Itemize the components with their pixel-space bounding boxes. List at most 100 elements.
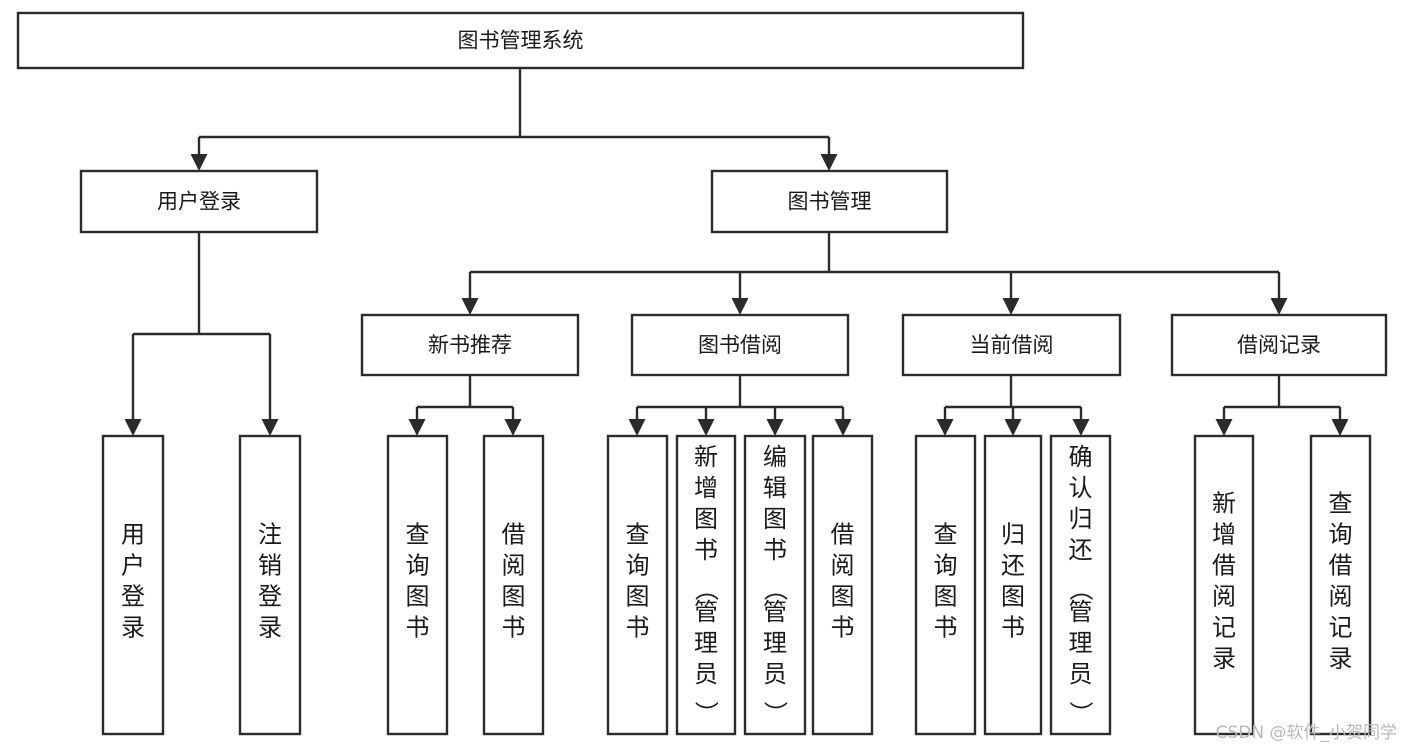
node-user-login[interactable]: 用户登录 (79, 169, 319, 234)
node-box-leaf-add-book[interactable] (675, 434, 737, 736)
node-borrow-record[interactable]: 借阅记录 (1170, 313, 1388, 377)
node-label-char: ） (761, 701, 789, 725)
node-label-char: 查 (934, 521, 958, 549)
node-label-char: （ (761, 577, 789, 601)
node-box-book-manage[interactable] (710, 169, 949, 234)
connector-borrow-to-leaves (628, 375, 852, 436)
node-label-char: 书 (763, 536, 787, 564)
node-box-leaf-query-record[interactable] (1309, 434, 1372, 736)
node-label-char: 增 (1212, 521, 1236, 549)
node-label-char: 询 (934, 552, 958, 580)
node-label-char: 录 (1212, 645, 1236, 673)
node-label-char: 记 (1212, 614, 1236, 642)
connector-bookmanage-to-level3 (461, 232, 1288, 315)
node-label-char: 图 (763, 505, 787, 533)
node-label-char: 查 (406, 521, 430, 549)
node-label-char: 阅 (1329, 583, 1353, 611)
node-label-char: ） (692, 701, 720, 725)
node-label-char: 查 (626, 521, 650, 549)
node-label-char: 图 (1001, 583, 1025, 611)
node-box-leaf-confirm-return[interactable] (1049, 434, 1112, 736)
node-label-char: 员 (1069, 660, 1093, 688)
connector-record-to-leaves (1215, 375, 1349, 436)
node-box-leaf-borrow-book-2[interactable] (811, 434, 874, 736)
node-label-char: 还 (1001, 552, 1025, 580)
node-box-leaf-edit-book[interactable] (743, 434, 807, 736)
node-box-leaf-query-book-3[interactable] (914, 434, 977, 736)
node-box-current-borrow[interactable] (901, 313, 1122, 377)
node-label-book-borrow: 图书借阅 (698, 333, 782, 357)
connector-recommend-to-leaves (408, 375, 522, 436)
node-box-borrow-record[interactable] (1170, 313, 1388, 377)
node-label-char: 编 (763, 443, 787, 471)
node-label-char: 询 (406, 552, 430, 580)
node-label-char: 录 (258, 614, 282, 642)
node-new-book-recommend[interactable]: 新书推荐 (360, 313, 580, 377)
node-label-char: 书 (831, 614, 855, 642)
node-current-borrow[interactable]: 当前借阅 (901, 313, 1122, 377)
node-box-leaf-query-book-1[interactable] (386, 434, 449, 736)
node-leaf-user-login[interactable]: 用户登录 (101, 434, 165, 736)
node-label-char: 员 (763, 660, 787, 688)
node-box-leaf-add-record[interactable] (1193, 434, 1255, 736)
node-label-char: 图 (934, 583, 958, 611)
connector-root-to-level2 (190, 68, 838, 171)
node-root[interactable]: 图书管理系统 (16, 11, 1025, 70)
node-label-char: 借 (502, 521, 526, 549)
node-label-char: 理 (1069, 629, 1093, 657)
node-label-char: 销 (258, 552, 282, 580)
node-label-char: ） (1067, 701, 1095, 725)
node-label-char: 用 (121, 521, 145, 549)
node-label-book-manage: 图书管理 (788, 190, 872, 214)
node-box-leaf-user-login[interactable] (101, 434, 165, 736)
node-label-char: 询 (626, 552, 650, 580)
node-label-char: 书 (502, 614, 526, 642)
node-layer: 图书管理系统用户登录图书管理新书推荐图书借阅当前借阅借阅记录用户登录注销登录查询… (16, 11, 1388, 736)
node-label-current-borrow: 当前借阅 (970, 333, 1054, 357)
node-label-user-login: 用户登录 (157, 190, 241, 214)
connector-userlogin-to-leaves (124, 232, 279, 436)
node-label-new-book-recommend: 新书推荐 (428, 333, 512, 357)
node-box-root[interactable] (16, 11, 1025, 70)
node-label-char: 归 (1069, 505, 1093, 533)
node-label-char: 登 (121, 583, 145, 611)
node-box-book-borrow[interactable] (630, 313, 850, 377)
node-label-borrow-record: 借阅记录 (1237, 333, 1321, 357)
node-label-char: 阅 (831, 552, 855, 580)
node-label-char: 管 (763, 598, 787, 626)
node-label-char: 理 (694, 629, 718, 657)
node-box-leaf-query-book-2[interactable] (606, 434, 669, 736)
node-book-borrow[interactable]: 图书借阅 (630, 313, 850, 377)
node-box-leaf-logout[interactable] (238, 434, 302, 736)
node-label-char: 图 (831, 583, 855, 611)
node-label-char: 书 (406, 614, 430, 642)
node-label-char: 询 (1329, 521, 1353, 549)
node-label-char: 书 (694, 536, 718, 564)
node-label-char: 确 (1069, 443, 1093, 471)
connector-current-to-leaves (936, 375, 1090, 436)
node-label-char: 借 (1329, 552, 1353, 580)
node-box-user-login[interactable] (79, 169, 319, 234)
connector-layer (124, 68, 1349, 436)
node-box-leaf-return-book[interactable] (983, 434, 1043, 736)
node-label-char: 辑 (763, 474, 787, 502)
node-label-char: 新 (1212, 490, 1236, 518)
node-box-leaf-borrow-book-1[interactable] (482, 434, 545, 736)
node-book-manage[interactable]: 图书管理 (710, 169, 949, 234)
node-box-new-book-recommend[interactable] (360, 313, 580, 377)
node-label-char: 归 (1001, 521, 1025, 549)
